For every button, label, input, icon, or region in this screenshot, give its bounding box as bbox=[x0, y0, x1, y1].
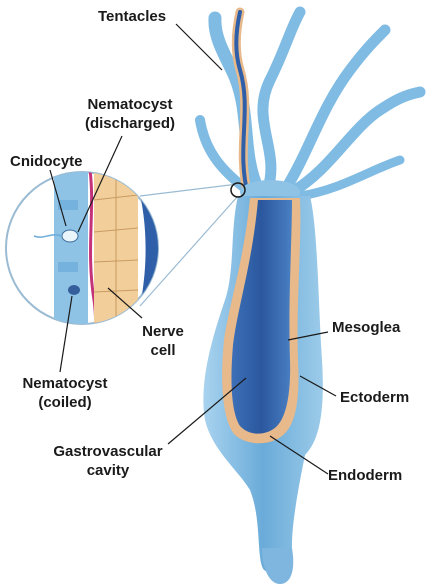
ectoderm-cells bbox=[54, 160, 88, 340]
label-endoderm: Endoderm bbox=[328, 466, 402, 485]
label-nerve-cell-line1: Nerve bbox=[138, 322, 188, 341]
label-tentacles: Tentacles bbox=[98, 7, 166, 26]
label-gastrovascular-cavity: Gastrovascular cavity bbox=[28, 442, 188, 480]
magnified-tissue bbox=[6, 160, 170, 345]
label-mesoglea: Mesoglea bbox=[332, 318, 400, 337]
magnifier-line-top bbox=[140, 184, 238, 196]
nematocyst-discharged-capsule bbox=[62, 230, 78, 242]
tentacle-3 bbox=[285, 30, 385, 190]
label-cnidocyte: Cnidocyte bbox=[10, 152, 83, 171]
basal-disc bbox=[262, 548, 293, 584]
label-nematocyst-coiled-line1: Nematocyst bbox=[10, 374, 120, 393]
label-nematocyst-discharged: Nematocyst (discharged) bbox=[80, 95, 180, 133]
label-nematocyst-discharged-line1: Nematocyst bbox=[80, 95, 180, 114]
label-nerve-cell-line2: cell bbox=[138, 341, 188, 360]
label-nerve-cell: Nerve cell bbox=[138, 322, 188, 360]
label-gastrovascular-line2: cavity bbox=[28, 461, 188, 480]
label-gastrovascular-line1: Gastrovascular bbox=[28, 442, 188, 461]
label-nematocyst-discharged-line2: (discharged) bbox=[80, 114, 180, 133]
label-nematocyst-coiled-line2: (coiled) bbox=[10, 393, 120, 412]
nematocyst-coiled-capsule bbox=[68, 285, 80, 295]
label-nematocyst-coiled: Nematocyst (coiled) bbox=[10, 374, 120, 412]
label-ectoderm: Ectoderm bbox=[340, 388, 409, 407]
